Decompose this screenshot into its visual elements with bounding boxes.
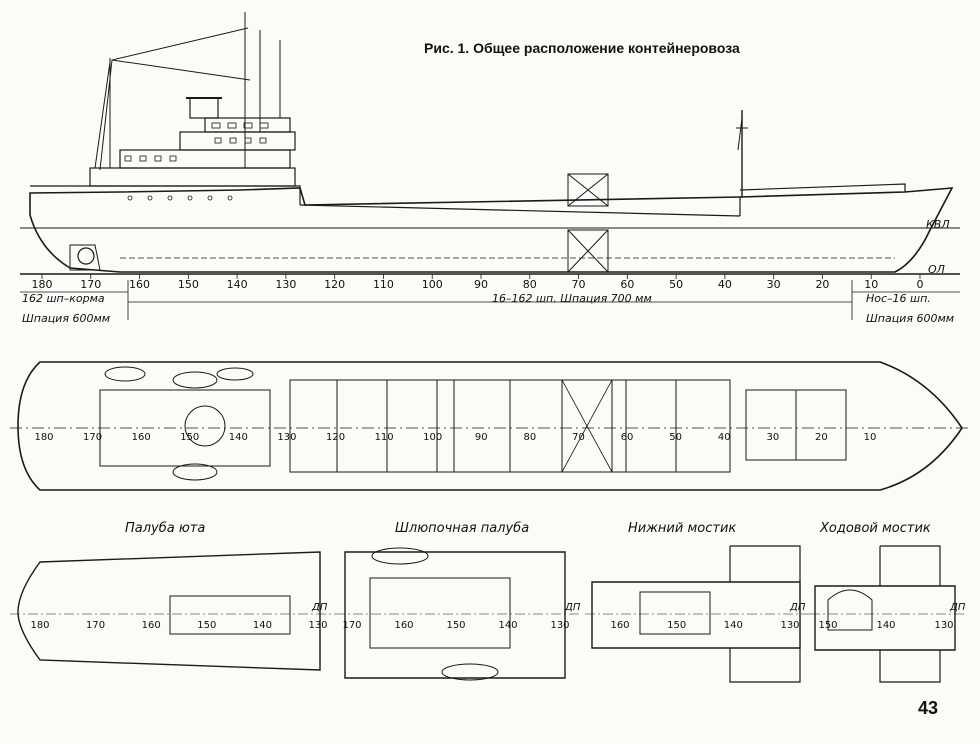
deck-frame-number: 100 xyxy=(423,432,442,443)
aft-deck-structures xyxy=(99,366,271,481)
frame-number: 0 xyxy=(917,278,924,291)
frame-number: 140 xyxy=(227,278,248,291)
hatch-covers xyxy=(289,379,847,473)
frame-number: 120 xyxy=(324,278,345,291)
superstructure xyxy=(89,97,296,201)
plan-frame-number: 140 xyxy=(253,620,272,631)
frame-number: 50 xyxy=(669,278,683,291)
deck-frame-number: 10 xyxy=(864,432,877,443)
plan-frame-number: 160 xyxy=(142,620,161,631)
plan-title-boat-deck: Шлюпочная палуба xyxy=(395,521,529,536)
plan-frame-number: 130 xyxy=(780,620,799,631)
deck-frame-number: 130 xyxy=(277,432,296,443)
baseline-label: ОЛ xyxy=(928,263,945,276)
plan-frame-number: 160 xyxy=(394,620,413,631)
bow-spacing-label: Шпация 600мм xyxy=(866,312,954,325)
deck-frame-number: 30 xyxy=(766,432,779,443)
plan-frame-number: 150 xyxy=(446,620,465,631)
dimension-lines xyxy=(20,280,960,320)
centerline-label-nav: ДП xyxy=(949,602,966,613)
plan-title-lower-bridge: Нижний мостик xyxy=(628,521,736,536)
plan-title-navigation-bridge: Ходовой мостик xyxy=(819,521,931,536)
plan-frame-number: 170 xyxy=(86,620,105,631)
waterline-label: КВЛ xyxy=(926,218,950,231)
deck-frame-number: 180 xyxy=(34,432,53,443)
page-number: 43 xyxy=(918,698,939,718)
centerline-label-poop: ДП xyxy=(311,602,328,613)
plan-frame-number: 130 xyxy=(308,620,327,631)
plan-title-poop-deck: Палуба юта xyxy=(125,521,205,536)
deck-frame-number: 170 xyxy=(83,432,102,443)
middle-spacing-label: 16–162 шп. Шпация 700 мм xyxy=(492,292,652,305)
bow-range-label: Нос–16 шп. xyxy=(866,292,931,305)
plan-frame-number: 140 xyxy=(724,620,743,631)
deck-frame-number: 150 xyxy=(180,432,199,443)
frame-number: 130 xyxy=(275,278,296,291)
frame-number: 100 xyxy=(422,278,443,291)
frame-number: 30 xyxy=(767,278,781,291)
frame-number: 20 xyxy=(815,278,829,291)
plan-frame-number: 150 xyxy=(667,620,686,631)
plan-frame-number: 180 xyxy=(30,620,49,631)
deck-frame-number: 60 xyxy=(621,432,634,443)
plan-frame-number: 170 xyxy=(342,620,361,631)
deck-frame-number: 160 xyxy=(132,432,151,443)
deck-frame-number: 80 xyxy=(524,432,537,443)
plan-frame-number: 140 xyxy=(498,620,517,631)
deck-frame-number: 140 xyxy=(229,432,248,443)
stern-range-label: 162 шп–корма xyxy=(22,292,105,305)
poop-deck-plan xyxy=(10,551,335,671)
boat-deck-plan xyxy=(335,547,580,681)
deck-frame-number: 40 xyxy=(718,432,731,443)
main-deck-plan: 180 170 160 150 140 130 120 110 100 90 80 70 60 50 40 3… xyxy=(10,361,970,491)
frame-number: 70 xyxy=(572,278,586,291)
centerline-label-lower: ДП xyxy=(789,602,806,613)
hull-outline xyxy=(29,187,954,273)
deck-frame-numbers: 180 170 160 150 140 130 120 110 100 90 80 70 60 50 40 3… xyxy=(34,432,876,443)
deck-frame-number: 20 xyxy=(815,432,828,443)
small-plan-frame-numbers: 180 170 160 150 140 130 170 160 150 140 130 160 150 1… xyxy=(30,620,953,631)
plan-frame-number: 130 xyxy=(934,620,953,631)
deck-frame-number: 120 xyxy=(326,432,345,443)
navigation-bridge-plan xyxy=(810,545,965,683)
plan-frame-number: 140 xyxy=(876,620,895,631)
rudder-propeller xyxy=(69,244,101,271)
lower-bridge-plan xyxy=(585,545,810,683)
figure-title: Рис. 1. Общее расположение контейнеровоз… xyxy=(424,40,740,56)
centerline-label-boat: ДП xyxy=(564,602,581,613)
frame-number: 160 xyxy=(129,278,150,291)
deck-frame-number: 110 xyxy=(375,432,394,443)
container-stack xyxy=(567,173,609,273)
mast-rigging xyxy=(94,12,748,197)
plan-frame-number: 160 xyxy=(610,620,629,631)
plan-frame-number: 130 xyxy=(550,620,569,631)
frame-number: 170 xyxy=(80,278,101,291)
frame-number: 60 xyxy=(620,278,634,291)
frame-number: 40 xyxy=(718,278,732,291)
frame-number: 10 xyxy=(864,278,878,291)
forecastle xyxy=(739,183,906,216)
deck-frame-number: 90 xyxy=(475,432,488,443)
deck-plans-row: Палуба юта Шлюпочная палуба Нижний мости… xyxy=(10,521,966,683)
frame-ticks xyxy=(41,274,921,279)
plan-frame-number: 150 xyxy=(197,620,216,631)
plan-frame-number: 150 xyxy=(818,620,837,631)
deck-outline xyxy=(17,361,963,491)
frame-number: 80 xyxy=(523,278,537,291)
frame-number: 90 xyxy=(474,278,488,291)
frame-number: 150 xyxy=(178,278,199,291)
frame-number: 110 xyxy=(373,278,394,291)
main-deck-line xyxy=(299,204,741,217)
deck-frame-number: 70 xyxy=(572,432,585,443)
stern-spacing-label: Шпация 600мм xyxy=(22,312,110,325)
frame-number: 180 xyxy=(32,278,53,291)
deck-frame-number: 50 xyxy=(669,432,682,443)
